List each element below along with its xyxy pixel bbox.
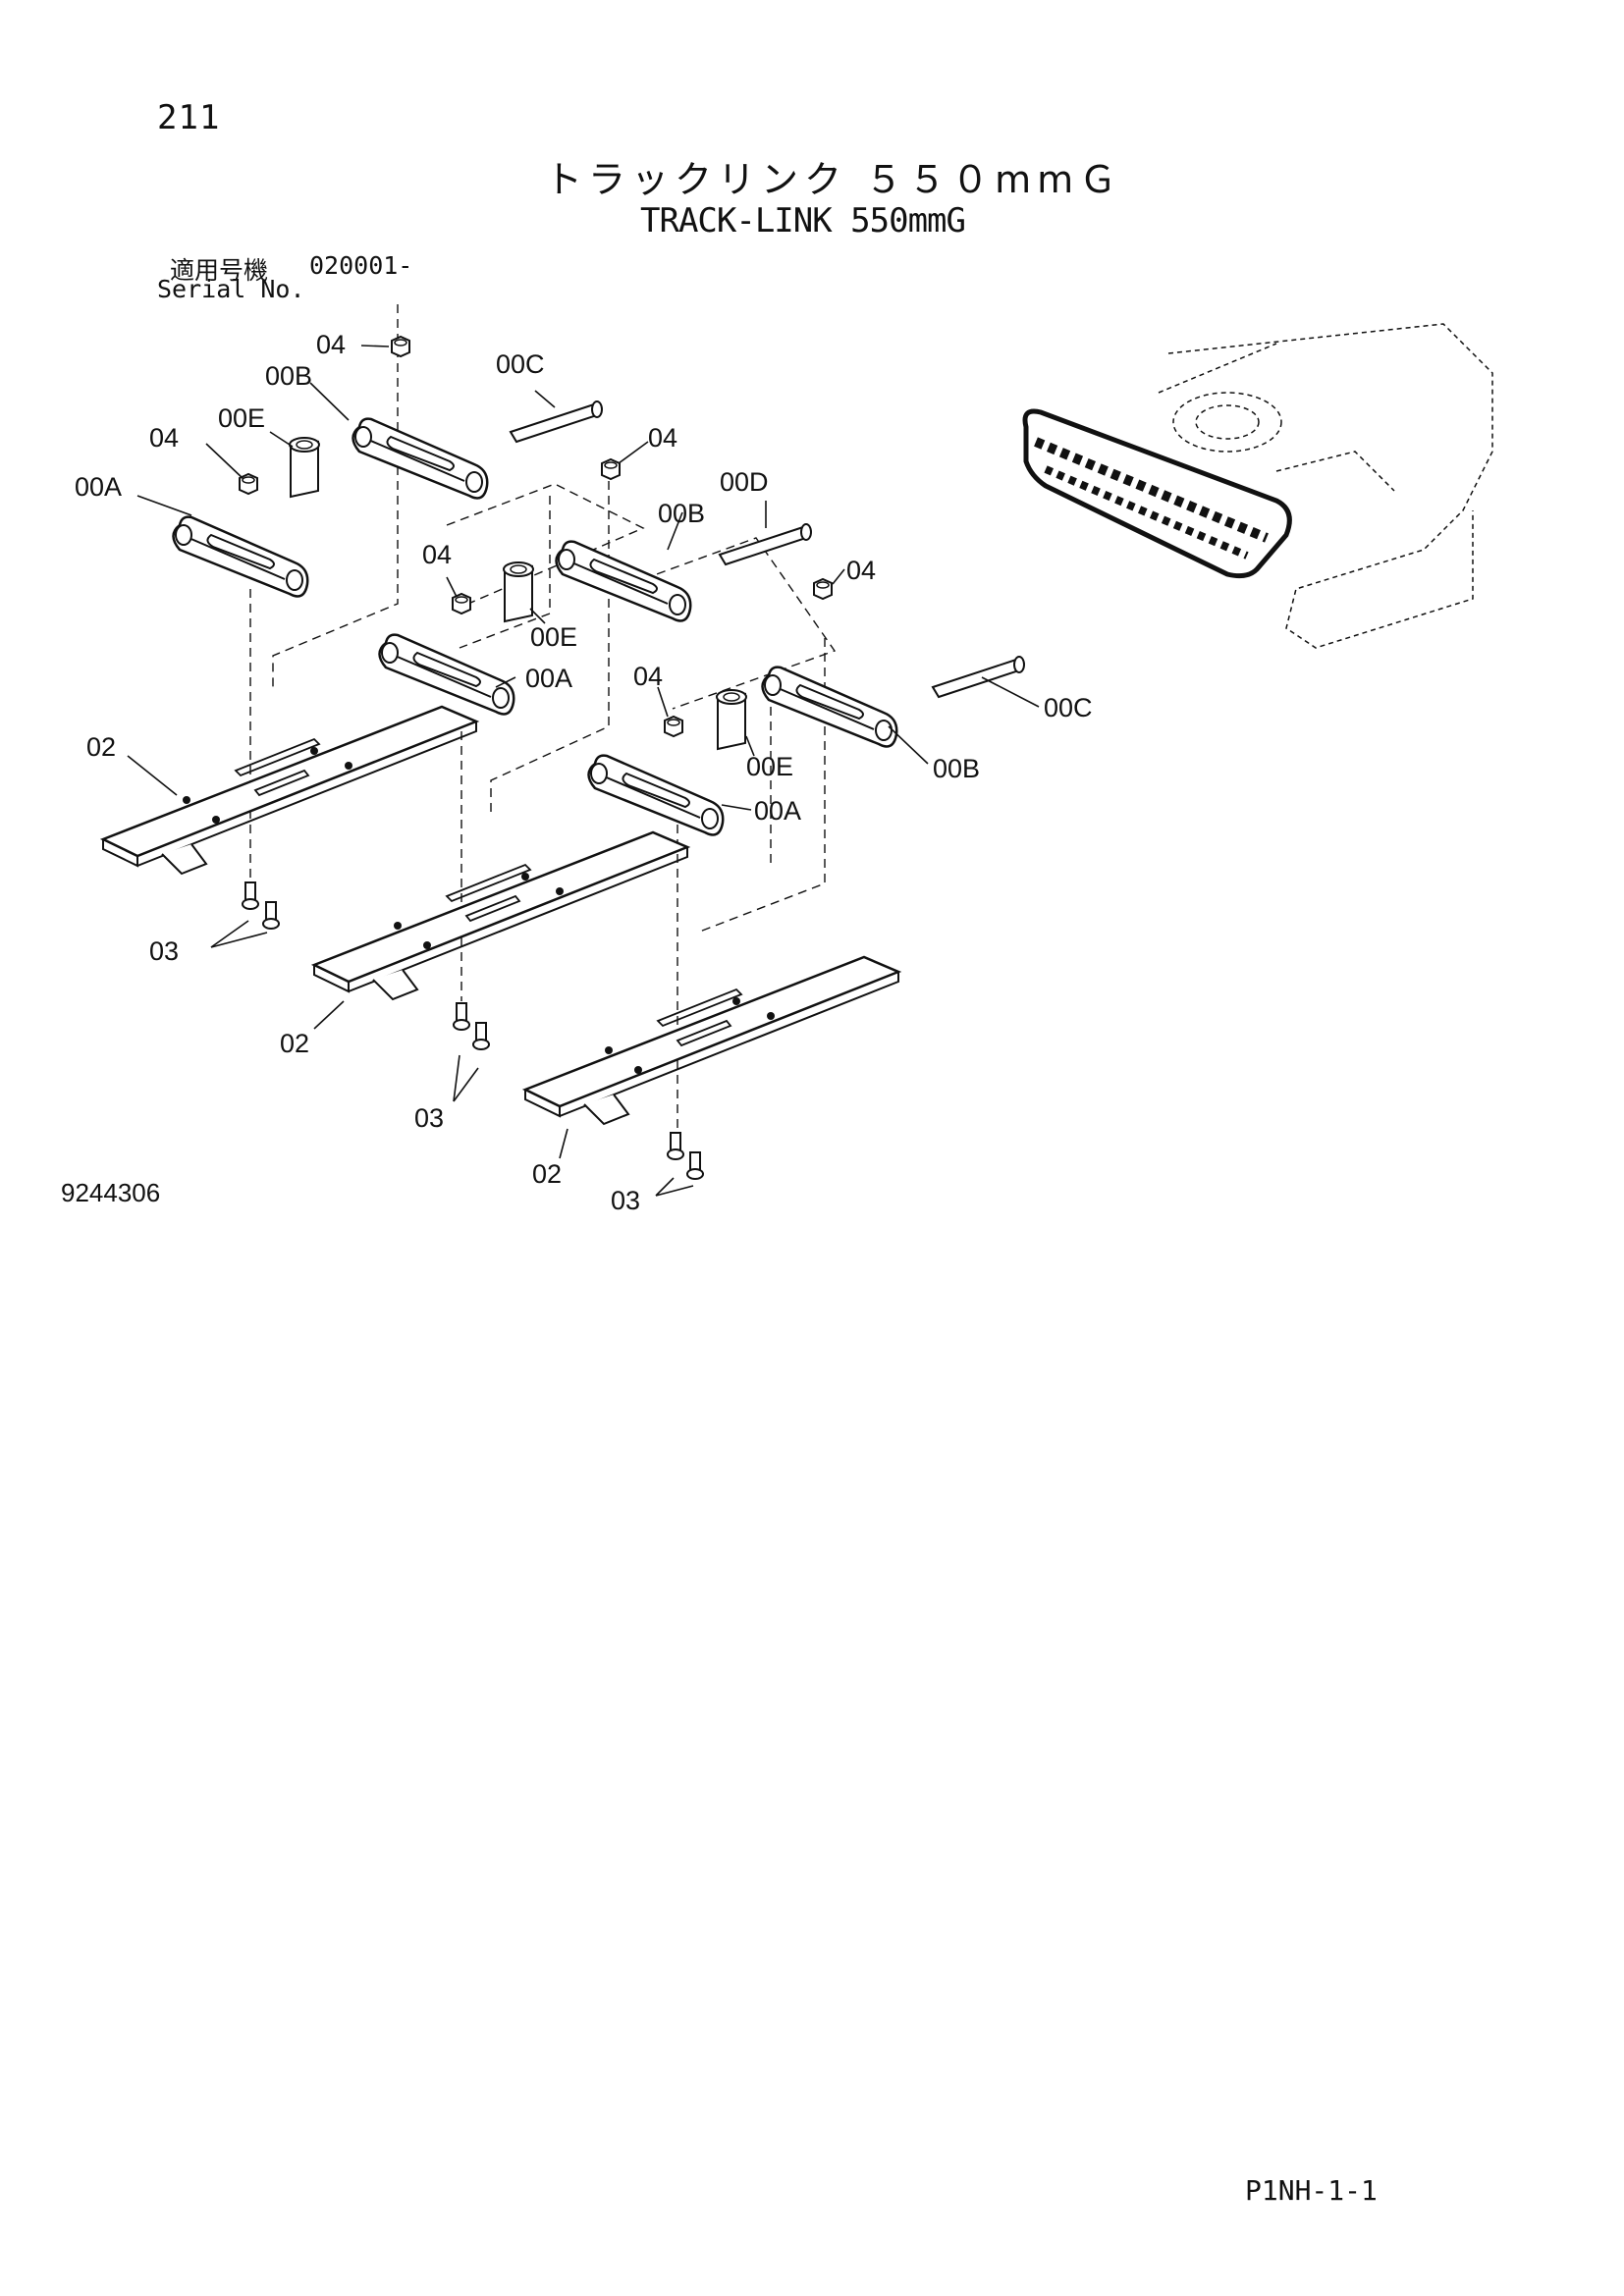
callout-label: 00E bbox=[746, 752, 793, 781]
track-pin-00d bbox=[719, 523, 812, 565]
nut-icon bbox=[664, 716, 683, 737]
callout-label: 02 bbox=[532, 1159, 562, 1189]
drawing-number: 9244306 bbox=[61, 1178, 161, 1207]
track-link-00a bbox=[587, 754, 725, 836]
callout-label: 04 bbox=[316, 330, 346, 359]
track-shoe-02 bbox=[101, 705, 478, 876]
bolt-icon bbox=[686, 1151, 704, 1180]
callout-label: 00B bbox=[658, 499, 705, 528]
track-shoe-02 bbox=[523, 955, 900, 1126]
title-english: TRACK-LINK 550mmG bbox=[640, 201, 966, 240]
callout-labels: 04 00B 00C 04 00E 04 00A 00D 00B 04 04 0… bbox=[75, 330, 1093, 1215]
callout-label: 00C bbox=[1044, 693, 1093, 722]
leader-lines bbox=[127, 345, 1040, 1197]
bolt-icon bbox=[667, 1132, 684, 1160]
track-link-00b bbox=[352, 417, 489, 500]
callout-label: 00E bbox=[218, 403, 265, 433]
callout-label: 04 bbox=[633, 662, 663, 691]
bolt-icon bbox=[262, 901, 280, 930]
bolt-icon bbox=[472, 1022, 490, 1050]
callout-label: 04 bbox=[422, 540, 452, 569]
track-link-00b bbox=[555, 540, 692, 622]
callout-label: 03 bbox=[611, 1186, 640, 1215]
page-number: 211 bbox=[157, 98, 221, 137]
callout-label: 04 bbox=[648, 423, 677, 453]
callout-label: 04 bbox=[149, 423, 179, 453]
callout-label: 02 bbox=[86, 732, 116, 762]
serial-label-english: Serial No. bbox=[157, 275, 305, 303]
track-pin-00c bbox=[932, 656, 1025, 698]
track-link-00b bbox=[761, 666, 898, 748]
serial-label-japanese: 適用号機 bbox=[170, 256, 269, 285]
callout-label: 03 bbox=[149, 936, 179, 966]
bushing-00e bbox=[503, 561, 534, 622]
title-japanese: トラックリンク ５５０mmＧ bbox=[545, 158, 1123, 201]
serial-value: 020001- bbox=[309, 251, 413, 280]
callout-label: 00C bbox=[496, 349, 545, 379]
callout-label: 00D bbox=[720, 467, 769, 497]
machine-overview-illustration bbox=[1022, 323, 1493, 649]
callout-label: 04 bbox=[846, 556, 876, 585]
callout-label: 00A bbox=[754, 796, 801, 826]
callout-label: 00B bbox=[265, 361, 312, 391]
nut-icon bbox=[601, 458, 621, 480]
callout-label: 00A bbox=[525, 664, 572, 693]
nut-icon bbox=[813, 578, 833, 600]
nut-icon bbox=[452, 593, 471, 614]
nut-icon bbox=[391, 336, 410, 357]
callout-label: 02 bbox=[280, 1029, 309, 1058]
bolt-icon bbox=[242, 881, 259, 910]
callout-label: 00E bbox=[530, 622, 577, 652]
track-shoe-02 bbox=[312, 830, 689, 1001]
track-pin-00c bbox=[510, 400, 603, 443]
callout-label: 00B bbox=[933, 754, 980, 783]
page-code: P1NH-1-1 bbox=[1245, 2174, 1378, 2207]
track-link-00a bbox=[378, 633, 515, 716]
track-link-00a bbox=[172, 515, 309, 598]
bolt-icon bbox=[453, 1002, 470, 1031]
callout-label: 00A bbox=[75, 472, 122, 502]
callout-label: 03 bbox=[414, 1103, 444, 1133]
bushing-00e bbox=[716, 689, 747, 750]
bushing-00e bbox=[289, 437, 320, 498]
